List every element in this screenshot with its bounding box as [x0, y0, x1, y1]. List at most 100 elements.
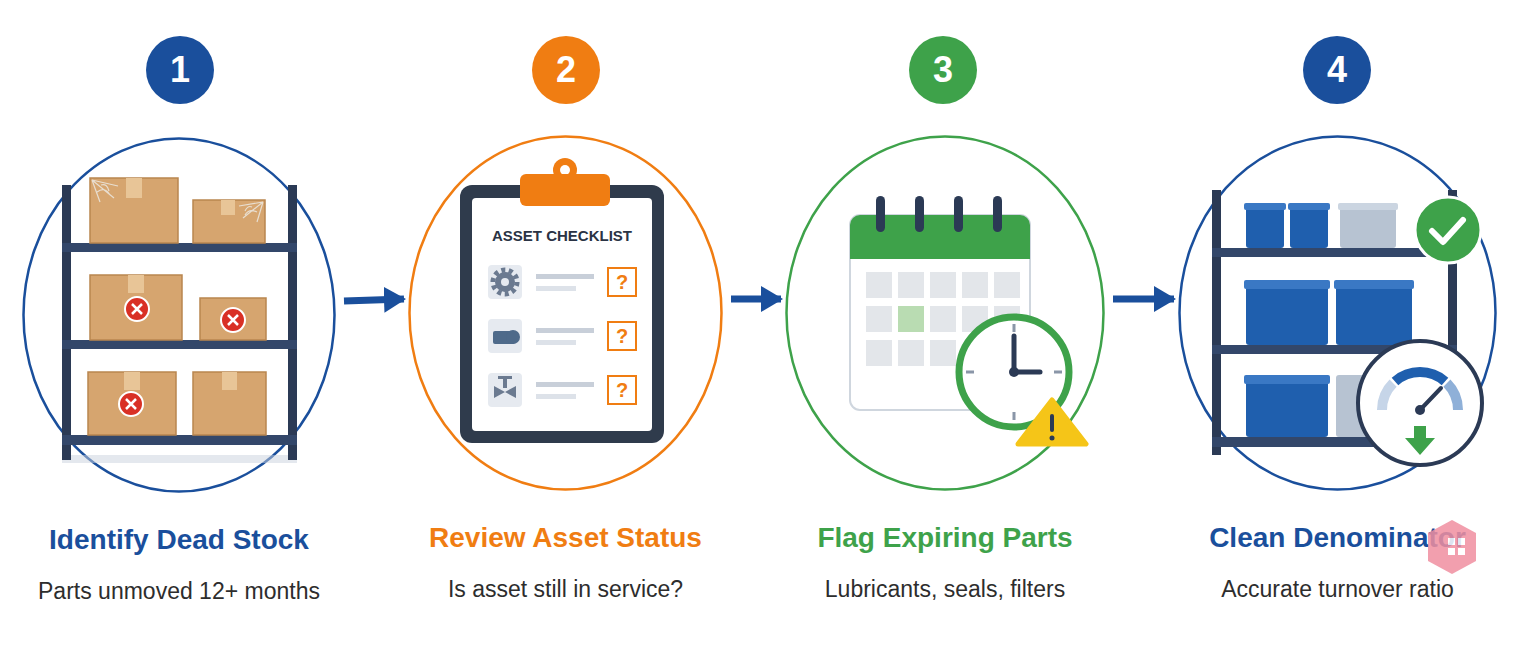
calendar-cell — [866, 272, 892, 298]
number-badge — [146, 36, 214, 104]
icon-tile — [488, 373, 522, 407]
step-ellipse-shape — [1178, 135, 1497, 491]
calendar-ring — [915, 196, 924, 232]
icon-tile — [488, 319, 522, 353]
shelf-plank — [62, 340, 297, 349]
reject-cross — [126, 399, 136, 409]
shelf-plank — [1212, 248, 1457, 257]
step-number-text: 4 — [1303, 36, 1371, 104]
cardboard-box — [90, 275, 182, 340]
calendar-cell — [930, 340, 956, 366]
watermark-dot — [1448, 538, 1455, 545]
step-subtitle: Lubricants, seals, filters — [705, 575, 1185, 603]
step-title: Flag Expiring Parts — [705, 521, 1185, 555]
clean-shelf — [1212, 190, 1482, 465]
text-line — [536, 328, 594, 333]
step-outline — [24, 139, 335, 492]
bin-lip — [1288, 203, 1330, 210]
storage-bin — [1246, 280, 1328, 345]
calendar-cell — [866, 340, 892, 366]
step-ellipse-shape — [785, 135, 1105, 491]
number-badge — [532, 36, 600, 104]
step-ellipse: Identify Dead StockParts unmoved 12+ mon… — [22, 137, 336, 493]
shelf-plank — [62, 435, 297, 445]
step-number: 3 — [909, 36, 977, 104]
clock-ticks — [966, 324, 1062, 420]
calendar-header — [850, 215, 1030, 259]
clip-hole — [560, 165, 570, 175]
floor-shadow — [62, 455, 297, 463]
shelf-plank — [1212, 437, 1457, 447]
step-title: Identify Dead Stock — [0, 523, 416, 557]
box-tape — [128, 275, 144, 293]
cardboard-box — [193, 200, 265, 243]
clip-ring — [553, 158, 577, 182]
clock-face — [959, 317, 1069, 427]
clipboard-board — [460, 185, 664, 443]
bin-lip — [1244, 203, 1286, 210]
step-ellipse-shape — [22, 137, 336, 493]
calendar-cell — [866, 306, 892, 332]
step-title: Clean Denominator — [1098, 521, 1536, 555]
step-subtitle: Parts unmoved 12+ months — [0, 577, 416, 605]
calendar-body — [850, 215, 1030, 410]
bin-lip — [1244, 280, 1330, 289]
reject-cross — [132, 304, 142, 314]
reject-cross — [228, 315, 238, 325]
calendar-cell — [930, 272, 956, 298]
gear-icon — [495, 272, 515, 292]
number-badge — [909, 36, 977, 104]
calendar-ring — [954, 196, 963, 232]
step-ellipse-shape — [408, 135, 723, 491]
shelf-upright — [288, 185, 297, 460]
flow-arrow — [1113, 296, 1174, 303]
gauge-arc — [1382, 383, 1393, 410]
number-badge — [1303, 36, 1371, 104]
asset-clipboard — [460, 158, 664, 443]
step-ellipse: Flag Expiring PartsLubricants, seals, fi… — [785, 135, 1105, 491]
shelf-plank — [62, 243, 297, 252]
shelf-upright — [62, 185, 71, 460]
reject-mark — [221, 308, 245, 332]
pump-icon — [493, 331, 515, 344]
down-arrow — [1405, 426, 1435, 455]
calendar-header — [850, 240, 1030, 259]
text-line — [536, 274, 594, 279]
calendar-cell — [994, 272, 1020, 298]
calendar-ring — [876, 196, 885, 232]
clock-hand — [1014, 370, 1040, 375]
flow-arrow — [731, 296, 781, 303]
calendar-cell — [898, 272, 924, 298]
check-box — [608, 376, 636, 404]
step-number-text: 3 — [909, 36, 977, 104]
warning-triangle — [1018, 400, 1086, 444]
calendar-cell — [930, 306, 956, 332]
cobweb — [92, 180, 118, 202]
text-line — [536, 286, 576, 291]
step-number: 2 — [532, 36, 600, 104]
gauge-pivot — [1415, 405, 1425, 415]
storage-bin — [1290, 203, 1328, 248]
step-title: Review Asset Status — [328, 521, 803, 555]
clipboard-clip — [520, 174, 610, 206]
watermark-shape — [1428, 520, 1476, 574]
watermark-dot — [1458, 548, 1465, 555]
watermark-dot — [1448, 548, 1455, 555]
step-number: 1 — [146, 36, 214, 104]
box-tape — [221, 200, 235, 215]
gauge-arc — [1395, 372, 1445, 381]
text-line — [536, 394, 576, 399]
step-ellipse: Review Asset StatusIs asset still in ser… — [408, 135, 723, 491]
calendar-cell — [994, 306, 1020, 332]
box-tape — [124, 372, 140, 390]
flow-arrow — [344, 299, 404, 301]
step-outline — [1180, 137, 1496, 490]
clipboard-paper — [472, 198, 652, 431]
shelf-upright — [1448, 190, 1457, 455]
warning-dot — [1050, 436, 1055, 441]
icon-tile — [488, 265, 522, 299]
check-badge — [1415, 197, 1481, 263]
watermark-dot — [1458, 538, 1465, 545]
